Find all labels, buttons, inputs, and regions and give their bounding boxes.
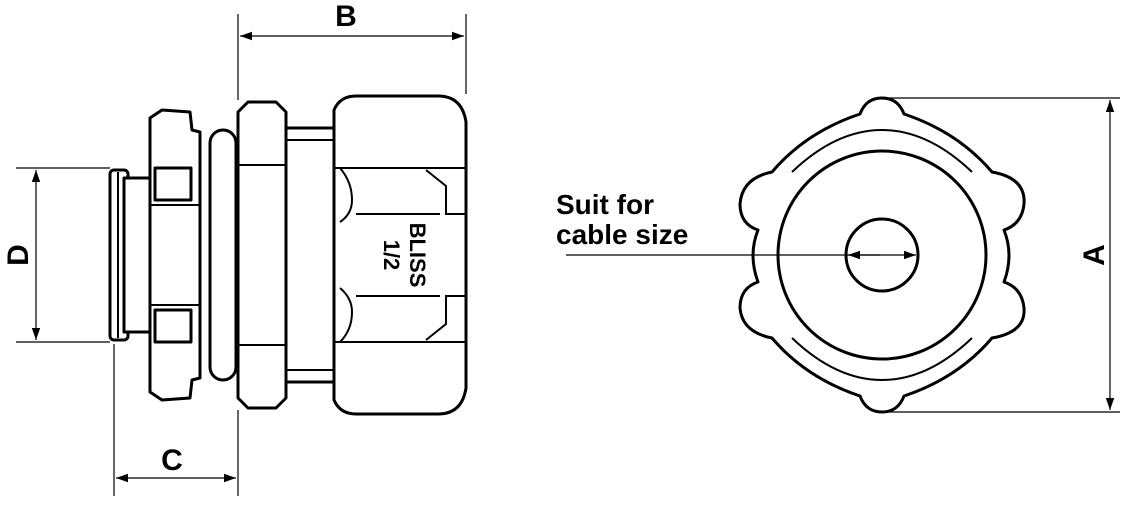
side-view: BLISS 1/2 xyxy=(108,94,468,416)
callout-line-1: Suit for xyxy=(556,189,654,220)
dimension-d-label: D xyxy=(2,244,35,266)
dimension-a-label: A xyxy=(1078,244,1111,266)
dimension-d: D xyxy=(2,167,110,343)
dimension-c: C xyxy=(113,344,239,496)
dimension-b: B xyxy=(237,0,467,100)
neck xyxy=(284,126,336,384)
dimension-b-label: B xyxy=(335,0,357,33)
body-hex xyxy=(236,100,288,410)
brand-marking: BLISS xyxy=(405,223,430,288)
o-ring-seal xyxy=(208,128,238,382)
dimension-c-label: C xyxy=(161,444,183,477)
dimension-a: A xyxy=(884,97,1120,413)
locknut xyxy=(148,108,202,402)
cable-size-callout: Suit for cable size xyxy=(556,189,916,260)
size-marking: 1/2 xyxy=(379,240,404,271)
callout-line-2: cable size xyxy=(556,219,688,250)
